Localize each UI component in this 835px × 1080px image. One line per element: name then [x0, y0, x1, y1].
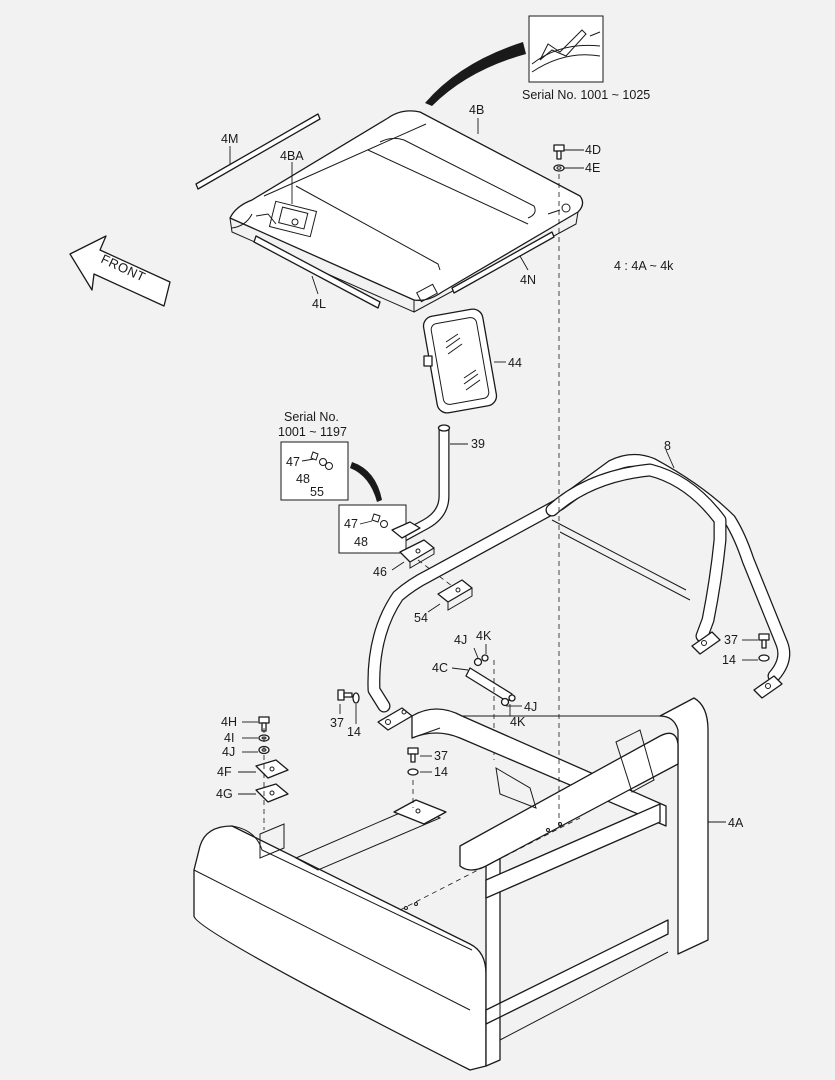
label-47-inset: 47 [286, 455, 300, 469]
label-4m: 4M [221, 132, 238, 146]
guard-rail [367, 454, 791, 731]
link-4c [465, 654, 516, 707]
label-4i: 4I [224, 731, 234, 745]
label-4g: 4G [216, 787, 233, 801]
serial-mid-line1: Serial No. [284, 410, 339, 424]
inset-bolts-serial [280, 441, 349, 501]
bolt-37-center [407, 747, 419, 776]
serial-mid-line2: 1001 ~ 1197 [278, 425, 347, 439]
label-47-arm: 47 [344, 517, 358, 531]
washer-4e [553, 164, 565, 172]
strip-4l [253, 235, 381, 309]
bracket-46 [399, 539, 435, 569]
cab-frame [193, 697, 709, 1071]
label-4j-stack: 4J [222, 745, 235, 759]
inset-arrow-top [425, 42, 526, 106]
assembly-note: 4 : 4A ~ 4k [614, 259, 674, 273]
label-39: 39 [471, 437, 485, 451]
label-14-right: 14 [722, 653, 736, 667]
bolt-4d [553, 144, 565, 160]
label-4ba: 4BA [280, 149, 304, 163]
front-arrow: FRONT [69, 235, 171, 307]
label-4k-link-top: 4K [476, 629, 492, 643]
label-37-right: 37 [724, 633, 738, 647]
inset-detail-top [528, 15, 604, 83]
label-4n: 4N [520, 273, 536, 287]
label-4d: 4D [585, 143, 601, 157]
label-14-center: 14 [434, 765, 448, 779]
bracket-54 [437, 579, 473, 611]
strip-4n [451, 231, 555, 294]
roof-panel [229, 110, 584, 313]
inset-bolts-arm [338, 504, 421, 554]
label-4k-link-bottom: 4K [510, 715, 526, 729]
mirror [422, 308, 498, 414]
label-14-left: 14 [347, 725, 361, 739]
label-4j-link-bottom: 4J [524, 700, 537, 714]
label-44: 44 [508, 356, 522, 370]
strip-4m [195, 113, 321, 190]
label-4b: 4B [469, 103, 484, 117]
label-54: 54 [414, 611, 428, 625]
label-37-left: 37 [330, 716, 344, 730]
label-4a: 4A [728, 816, 744, 830]
label-4f: 4F [217, 765, 232, 779]
label-46: 46 [373, 565, 387, 579]
inset-arrow-mid [350, 462, 382, 502]
label-37-center: 37 [434, 749, 448, 763]
label-55-inset: 55 [310, 485, 324, 499]
label-48-arm: 48 [354, 535, 368, 549]
label-4j-link-top: 4J [454, 633, 467, 647]
serial-top-text: Serial No. 1001 ~ 1025 [522, 88, 650, 102]
mirror-arm [398, 424, 451, 542]
label-4l: 4L [312, 297, 326, 311]
bolt-37-left [337, 689, 360, 704]
label-48-inset: 48 [296, 472, 310, 486]
left-mount-stack [255, 716, 289, 803]
label-4c: 4C [432, 661, 448, 675]
bolt-37-right [758, 633, 770, 662]
label-8: 8 [664, 439, 671, 453]
label-4h: 4H [221, 715, 237, 729]
label-4e: 4E [585, 161, 600, 175]
